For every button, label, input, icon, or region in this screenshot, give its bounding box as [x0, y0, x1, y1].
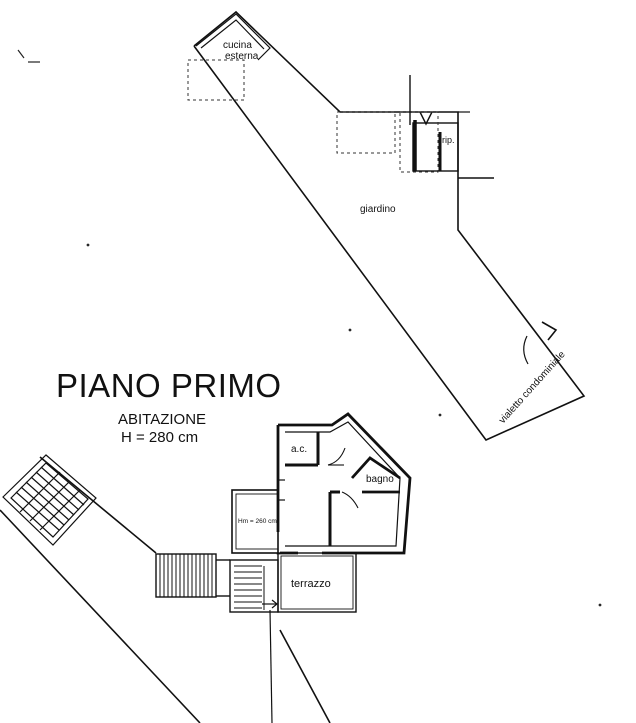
scan-dot — [438, 413, 442, 417]
wc-label: a.c. — [291, 444, 307, 455]
storage-label: rip. — [442, 135, 455, 145]
stair-tread — [40, 466, 85, 506]
stair-arrow-head — [271, 599, 278, 609]
scan-marks — [17, 49, 602, 607]
stair-tread — [30, 476, 75, 516]
stairs-landing — [229, 559, 279, 613]
terrace-inner — [280, 555, 354, 610]
stair-block-inner — [10, 462, 89, 538]
storage-dashed — [399, 111, 439, 173]
stair-block-outline — [2, 454, 97, 546]
walkway-edge-bottom — [0, 509, 201, 723]
scan-dot — [348, 328, 352, 332]
floor-title: PIANO PRIMO — [56, 367, 282, 404]
pergola-dashed — [336, 111, 396, 154]
walkway-edge-right — [279, 629, 331, 723]
garden-dashed-structures — [187, 59, 439, 173]
apartment-inner-wall — [285, 421, 401, 547]
garden-label: giardino — [360, 204, 396, 215]
garden-lot — [193, 10, 586, 441]
stair-tread — [15, 491, 60, 531]
room-extension-inner — [235, 493, 279, 550]
stair-tread — [20, 486, 65, 526]
outdoor-kitchen-label-2: esterna — [225, 51, 259, 62]
scan-mark — [17, 49, 25, 59]
ramp-block — [155, 553, 217, 598]
walkway-edge-mid — [269, 609, 273, 723]
path-label: vialetto condominiale — [497, 349, 568, 426]
storage-stair — [419, 111, 433, 126]
bathroom-label: bagno — [366, 474, 394, 485]
floor-subtitle: ABITAZIONE — [118, 411, 207, 428]
storage-block — [412, 122, 459, 172]
stair-tread — [25, 481, 70, 521]
stair-tread — [39, 489, 81, 531]
stair-treads — [15, 466, 85, 531]
walkway-edge-top — [39, 456, 157, 554]
lower-walkway — [0, 456, 331, 723]
outdoor-kitchen-label-1: cucina — [223, 40, 252, 51]
kitchen-dashed — [187, 59, 245, 101]
stair-tread — [19, 471, 61, 513]
floor-height: H = 280 cm — [121, 429, 199, 446]
terrace-area — [155, 552, 357, 613]
room-extension — [231, 489, 279, 554]
stairs-treads — [234, 565, 265, 610]
wc-door-swing — [327, 447, 346, 466]
room-door-swing — [341, 491, 359, 509]
garden-inner-wall — [200, 19, 265, 50]
hatched-stairs-left — [2, 454, 97, 546]
garden-gate-post — [541, 321, 558, 341]
room-height-label: Hm = 260 cm — [238, 518, 277, 525]
ramp-hatch — [159, 554, 213, 597]
outdoor-kitchen-wall — [195, 13, 271, 61]
scan-dot — [86, 243, 90, 247]
terrace-label: terrazzo — [291, 578, 331, 590]
garden-gate-swing — [523, 335, 529, 365]
scan-dot — [598, 603, 602, 607]
stair-tread — [29, 480, 71, 522]
bathroom-wall — [350, 456, 401, 480]
stair-tread — [35, 471, 80, 511]
